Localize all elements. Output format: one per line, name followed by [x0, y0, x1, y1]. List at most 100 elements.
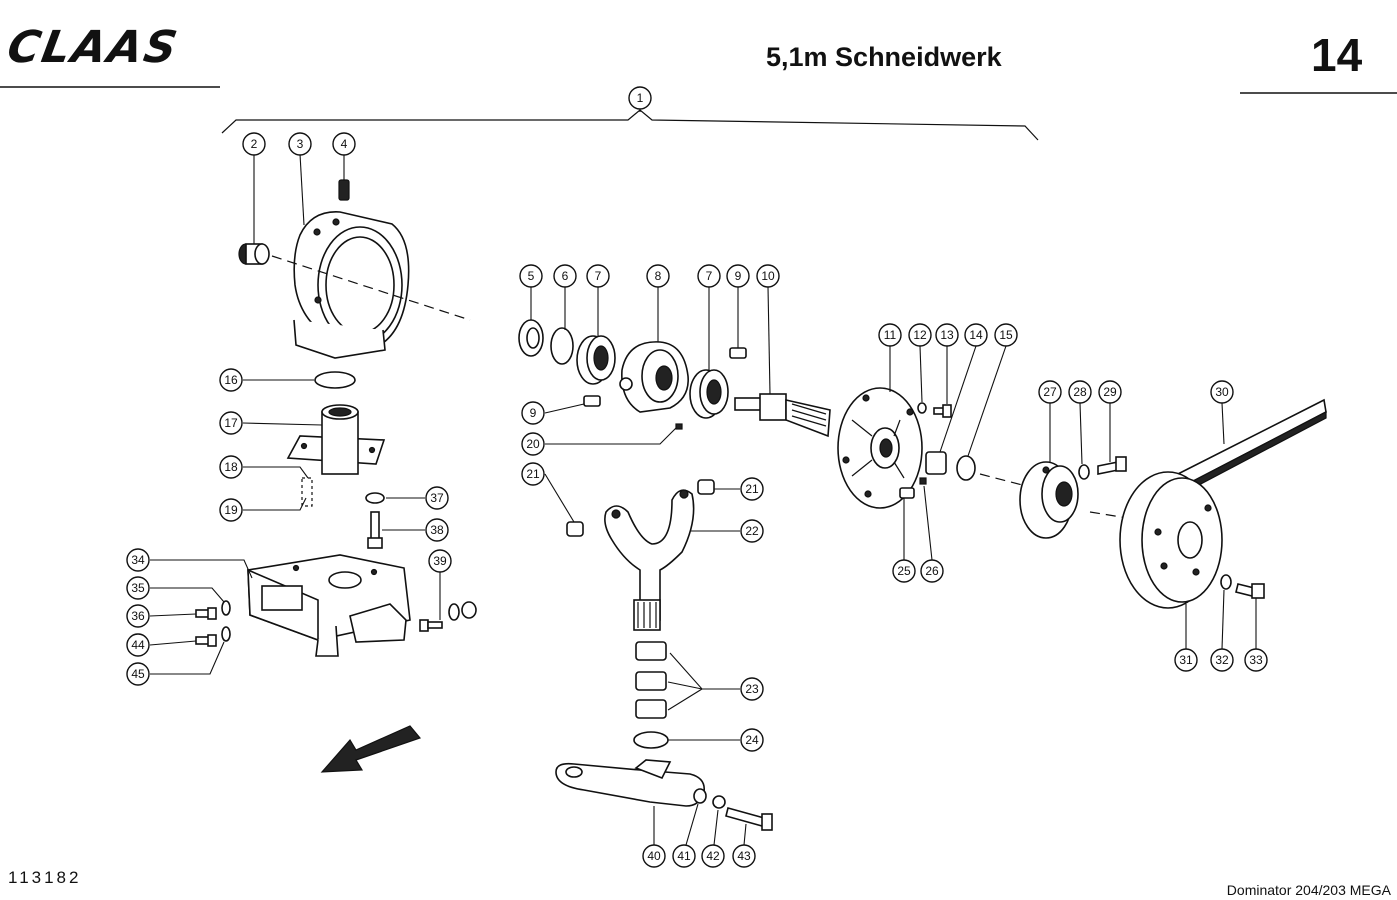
- lead-line: [919, 345, 923, 403]
- svg-text:16: 16: [224, 373, 238, 387]
- flange-bushing-17: [286, 404, 386, 475]
- callout-36: 36: [126, 604, 150, 628]
- callout-25: 25: [892, 559, 916, 583]
- svg-text:14: 14: [969, 328, 983, 342]
- lead-line: [1079, 402, 1083, 465]
- callout-15: 15: [994, 323, 1018, 347]
- lead-line: [149, 613, 197, 617]
- callout-16: 16: [219, 368, 243, 392]
- callout-12: 12: [908, 323, 932, 347]
- svg-text:15: 15: [999, 328, 1013, 342]
- lead-line: [545, 427, 677, 445]
- pulley-31: [1119, 471, 1223, 609]
- callout-21: 21: [740, 477, 764, 501]
- callout-10: 10: [756, 264, 780, 288]
- callout-8: 8: [646, 264, 670, 288]
- callout-14: 14: [964, 323, 988, 347]
- shim-18-19: [301, 477, 313, 507]
- circlip-6: [550, 327, 574, 365]
- callout-30: 30: [1210, 380, 1234, 404]
- callout-19: 19: [219, 498, 243, 522]
- callout-28: 28: [1068, 380, 1092, 404]
- ball-bearing-7: [689, 369, 729, 419]
- washer-35: [221, 600, 231, 616]
- svg-text:13: 13: [940, 328, 954, 342]
- seal-15: [956, 455, 976, 481]
- callout-3: 3: [288, 132, 312, 156]
- lead-line: [544, 473, 575, 523]
- svg-text:38: 38: [430, 523, 444, 537]
- disc-flange-11: [837, 387, 923, 509]
- needle-bearing-23: [635, 641, 667, 719]
- svg-text:7: 7: [595, 269, 602, 283]
- callout-31: 31: [1174, 648, 1198, 672]
- svg-text:1: 1: [637, 91, 644, 105]
- callout-22: 22: [740, 519, 764, 543]
- lead-line: [243, 497, 307, 511]
- svg-text:26: 26: [925, 564, 939, 578]
- pin-9: [729, 347, 747, 359]
- svg-text:43: 43: [737, 849, 751, 863]
- callout-43: 43: [732, 844, 756, 868]
- lead-line: [149, 640, 197, 646]
- pin-20: [675, 423, 683, 430]
- svg-text:34: 34: [131, 553, 145, 567]
- callout-39: 39: [428, 549, 452, 573]
- bolt-43: [725, 807, 773, 831]
- document-number: 113182: [8, 868, 82, 887]
- svg-text:9: 9: [735, 269, 742, 283]
- centre-line: [1089, 511, 1141, 521]
- svg-text:35: 35: [131, 581, 145, 595]
- svg-text:37: 37: [430, 491, 444, 505]
- svg-text:21: 21: [526, 467, 540, 481]
- callout-24: 24: [740, 728, 764, 752]
- bolt-38: [367, 511, 383, 549]
- callout-41: 41: [672, 844, 696, 868]
- svg-text:40: 40: [647, 849, 661, 863]
- bolt-13: [933, 404, 952, 418]
- ring-24: [633, 731, 669, 749]
- svg-text:27: 27: [1043, 385, 1057, 399]
- bushing-14: [925, 451, 947, 475]
- svg-text:21: 21: [745, 482, 759, 496]
- callout-23: 23: [740, 677, 764, 701]
- fork-shaft-22: [604, 489, 695, 631]
- svg-text:41: 41: [677, 849, 691, 863]
- svg-text:8: 8: [655, 269, 662, 283]
- svg-text:33: 33: [1249, 653, 1263, 667]
- pin-9: [583, 395, 601, 407]
- page-number: 14: [1311, 29, 1363, 81]
- bolt-33: [1235, 583, 1265, 599]
- washer-42: [712, 795, 726, 809]
- centre-line: [271, 255, 471, 321]
- callout-45: 45: [126, 662, 150, 686]
- svg-text:29: 29: [1103, 385, 1117, 399]
- bearing-housing-8: [619, 341, 689, 413]
- lead-line: [150, 559, 253, 579]
- svg-text:31: 31: [1179, 653, 1193, 667]
- drive-shaft-10: [734, 393, 831, 438]
- callout-20: 20: [521, 432, 545, 456]
- svg-text:2: 2: [251, 137, 258, 151]
- bolt-36: [195, 607, 217, 620]
- callout-21: 21: [521, 462, 545, 486]
- lead-line: [667, 681, 703, 690]
- callout-7: 7: [697, 264, 721, 288]
- lead-line: [150, 641, 225, 675]
- mounting-bracket-34: [247, 554, 411, 657]
- svg-text:19: 19: [224, 503, 238, 517]
- svg-text:4: 4: [341, 137, 348, 151]
- page-title: 5,1m Schneidwerk: [766, 42, 1002, 72]
- svg-text:3: 3: [297, 137, 304, 151]
- key-26: [919, 477, 927, 485]
- callout-33: 33: [1244, 648, 1268, 672]
- ball-bearing-7: [576, 335, 616, 385]
- callout-17: 17: [219, 411, 243, 435]
- svg-text:23: 23: [745, 682, 759, 696]
- svg-text:45: 45: [131, 667, 145, 681]
- washer-37: [365, 492, 385, 504]
- lock-washer-5: [518, 319, 544, 357]
- svg-text:17: 17: [224, 416, 238, 430]
- nut-41: [693, 788, 707, 804]
- lead-line: [299, 153, 305, 226]
